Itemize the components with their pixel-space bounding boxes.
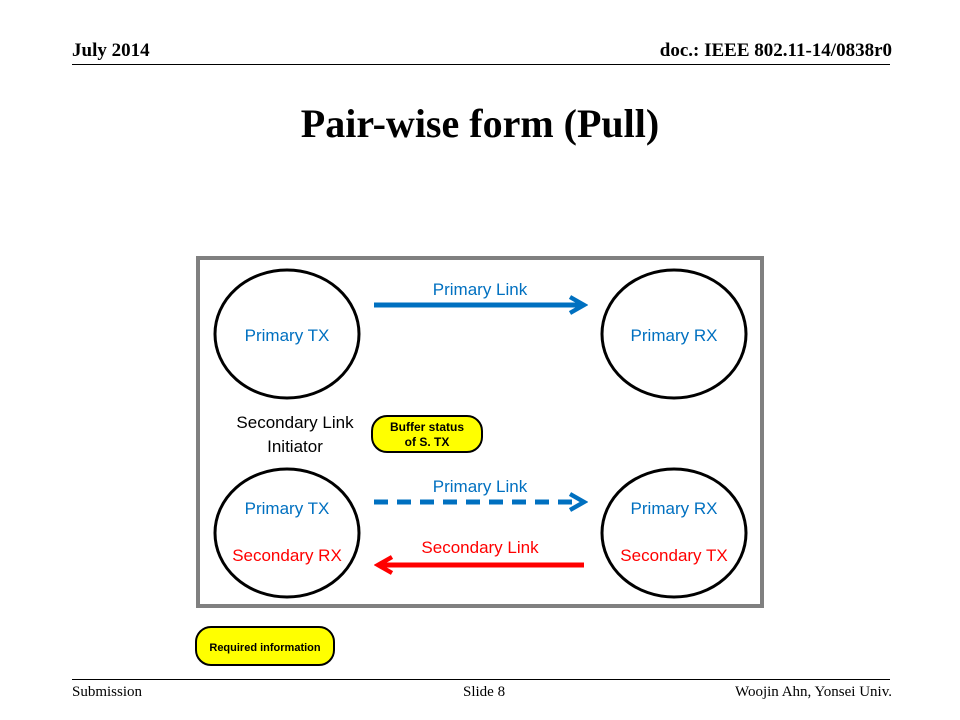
initiator-label-line1: Secondary Link xyxy=(236,413,354,432)
buffer-badge-line1: Buffer status xyxy=(390,420,464,434)
primary-rx-secondary-tx-node xyxy=(600,467,748,599)
primary-link-label-top: Primary Link xyxy=(433,280,528,299)
primary-rx-label-bottom: Primary RX xyxy=(631,499,718,518)
primary-tx-secondary-rx-node xyxy=(213,467,361,599)
primary-rx-node-top xyxy=(600,268,748,400)
secondary-tx-label: Secondary TX xyxy=(620,546,727,565)
secondary-link-label: Secondary Link xyxy=(421,538,539,557)
primary-tx-label-top: Primary TX xyxy=(245,326,330,345)
secondary-link-label-bg xyxy=(408,536,552,558)
initiator-label-line2: Initiator xyxy=(267,437,323,456)
legend-required-info xyxy=(195,626,335,666)
primary-link-label-bg-bottom xyxy=(424,474,536,496)
footer-submission: Submission xyxy=(72,684,143,700)
header-date: July 2014 xyxy=(72,40,150,61)
footer-slide-number: Slide 8 xyxy=(463,684,506,700)
slide-title: Pair-wise form (Pull) xyxy=(300,101,660,146)
primary-link-label-bottom: Primary Link xyxy=(433,477,528,496)
secondary-rx-label: Secondary RX xyxy=(232,546,342,565)
buffer-status-badge xyxy=(371,415,483,453)
buffer-badge-line2: of S. TX xyxy=(405,435,450,449)
legend-label: Required information xyxy=(209,642,321,654)
footer-rule xyxy=(72,679,890,680)
footer-author: Woojin Ahn, Yonsei Univ. xyxy=(734,684,892,700)
header-doc-id: doc.: IEEE 802.11-14/0838r0 xyxy=(659,40,892,61)
primary-link-label-bg-top xyxy=(424,277,536,299)
primary-tx-node-top xyxy=(213,268,361,400)
header-rule xyxy=(72,64,890,65)
primary-tx-label-bottom: Primary TX xyxy=(245,499,330,518)
primary-rx-label-top: Primary RX xyxy=(631,326,718,345)
